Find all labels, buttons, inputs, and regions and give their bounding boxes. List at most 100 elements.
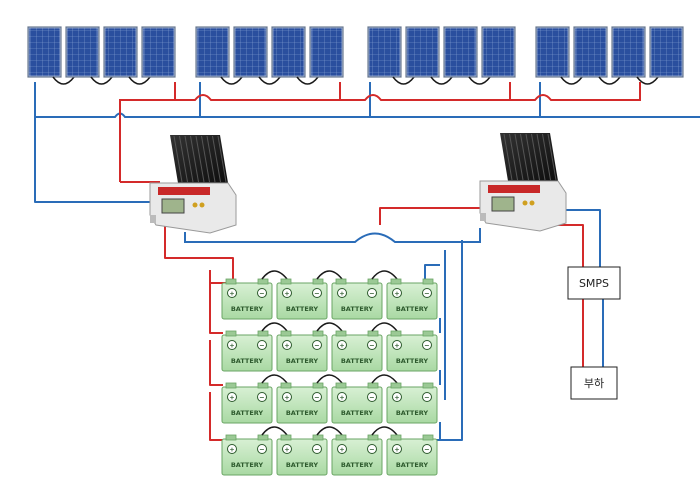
panel-jumper-cable	[392, 76, 415, 85]
battery-plus-icon	[227, 444, 237, 454]
solar-panel	[271, 26, 306, 78]
battery: + − BATTERY	[386, 278, 438, 320]
battery: +−BATTERY	[221, 330, 273, 372]
battery-minus-icon	[257, 288, 267, 298]
solar-panel	[405, 26, 440, 78]
controller-to-smps-positive	[540, 224, 584, 267]
battery: + − BATTERY	[221, 278, 273, 320]
battery-label: BATTERY	[286, 305, 319, 313]
battery: +−BATTERY	[331, 382, 383, 424]
controller-button	[199, 202, 205, 208]
battery-minus-label: −	[369, 446, 374, 454]
battery: +−BATTERY	[276, 278, 328, 320]
battery-jumper-cable	[371, 374, 398, 384]
battery-plus-icon	[282, 288, 292, 298]
battery-jumper-cable	[371, 426, 398, 436]
controller-brand-strip	[158, 187, 210, 195]
battery-plus-label: +	[229, 446, 234, 454]
solar-panel	[65, 26, 100, 78]
battery-minus-icon	[422, 444, 432, 454]
battery-row-blue-1	[424, 264, 440, 280]
panel-jumper-cable	[636, 76, 659, 85]
solar-panel-group-3	[367, 26, 516, 85]
battery-bank: + − BATTERY + − BATTERY + − BATTERY + − BATTERY + − BA…	[221, 270, 438, 476]
battery: +−BATTERY	[386, 434, 438, 476]
battery-label: BATTERY	[286, 409, 319, 417]
battery-jumper-cable	[316, 374, 343, 384]
panel-jumper-cable	[128, 76, 151, 85]
battery-label: BATTERY	[286, 357, 319, 365]
battery-minus-label: −	[259, 394, 264, 402]
battery-jumper-cable	[261, 426, 288, 436]
battery-plus-icon	[337, 392, 347, 402]
battery-plus-label: +	[229, 290, 234, 298]
battery-label: BATTERY	[286, 461, 319, 469]
battery-plus-label: +	[284, 290, 289, 298]
battery-minus-icon	[422, 392, 432, 402]
battery-row-link-1	[209, 270, 223, 334]
battery-label: BATTERY	[231, 461, 264, 469]
battery-minus-label: −	[424, 290, 429, 298]
battery-plus-icon	[282, 392, 292, 402]
battery-minus-label: −	[424, 394, 429, 402]
panel-jumper-cable	[468, 76, 491, 85]
battery-minus-icon	[312, 340, 322, 350]
controller-button	[522, 200, 528, 206]
battery-label: BATTERY	[231, 409, 264, 417]
battery-plus-icon	[282, 340, 292, 350]
battery-plus-label: +	[394, 290, 399, 298]
battery-plus-label: +	[339, 394, 344, 402]
battery: + − BATTERY	[276, 434, 328, 476]
battery-label: BATTERY	[231, 357, 264, 365]
battery-minus-label: −	[424, 446, 429, 454]
battery-label: BATTERY	[231, 305, 264, 313]
controller-lcd	[491, 196, 515, 212]
battery-minus-label: −	[314, 446, 319, 454]
solar-panel	[649, 26, 684, 78]
battery-label: BATTERY	[396, 305, 429, 313]
solar-panel	[481, 26, 516, 78]
solar-panel-array	[27, 26, 684, 85]
battery-label: BATTERY	[396, 357, 429, 365]
solar-panel	[195, 26, 230, 78]
battery: +−BATTERY	[276, 382, 328, 424]
solar-panel	[103, 26, 138, 78]
panel-positive-bus	[119, 82, 641, 182]
battery-plus-icon	[227, 340, 237, 350]
battery-plus-label: +	[394, 446, 399, 454]
charge-controllers	[149, 133, 567, 234]
battery-minus-icon	[312, 288, 322, 298]
battery-minus-icon	[422, 340, 432, 350]
battery-minus-label: −	[314, 342, 319, 350]
battery: +−BATTERY	[331, 434, 383, 476]
battery-minus-icon	[367, 392, 377, 402]
battery-minus-label: −	[259, 342, 264, 350]
battery-plus-label: +	[394, 342, 399, 350]
panel-jumper-cable	[90, 76, 113, 85]
battery-minus-label: −	[259, 290, 264, 298]
wiring	[34, 82, 700, 441]
battery-plus-icon	[227, 288, 237, 298]
battery-row-link-c	[209, 392, 223, 441]
panel-jumper-cable	[560, 76, 583, 85]
solar-panel	[233, 26, 268, 78]
battery-plus-icon	[282, 444, 292, 454]
solar-panel-group-1	[27, 26, 176, 85]
battery-label: BATTERY	[396, 409, 429, 417]
battery-jumper-cable	[316, 322, 343, 332]
battery-plus-icon	[337, 340, 347, 350]
battery-row-link-b	[209, 340, 223, 386]
panel-jumper-cable	[220, 76, 243, 85]
panel-jumper-cable	[598, 76, 621, 85]
battery-plus-label: +	[284, 342, 289, 350]
battery-plus-label: +	[394, 394, 399, 402]
battery: +−BATTERY	[331, 278, 383, 320]
panel-jumper-cable	[430, 76, 453, 85]
controller-right	[479, 133, 567, 232]
battery-minus-icon	[312, 444, 322, 454]
battery-minus-label: −	[369, 394, 374, 402]
solar-panel	[141, 26, 176, 78]
battery-plus-label: +	[284, 446, 289, 454]
solar-panel	[27, 26, 62, 78]
